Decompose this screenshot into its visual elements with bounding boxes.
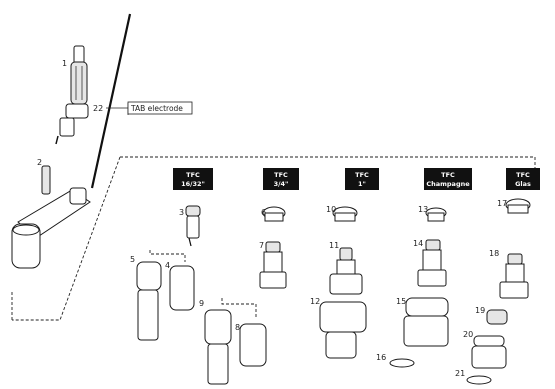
torch-head bbox=[11, 187, 91, 269]
part-number: 19 bbox=[475, 306, 485, 315]
part-20-nozzle bbox=[471, 335, 507, 369]
part-11-collet-body bbox=[329, 247, 363, 295]
part-number: 17 bbox=[497, 199, 507, 208]
torch-handle bbox=[55, 45, 89, 145]
part-15-nozzle bbox=[403, 297, 449, 347]
part-number: 11 bbox=[329, 241, 339, 250]
part-12-nozzle bbox=[319, 301, 367, 359]
part-number: 20 bbox=[463, 330, 473, 339]
part-9-nozzle-long bbox=[204, 309, 232, 385]
group-line2: Champagne bbox=[426, 180, 470, 188]
part-5-nozzle-long bbox=[136, 261, 162, 341]
sub-connector-dashed bbox=[149, 250, 186, 262]
part-number: 10 bbox=[326, 205, 336, 214]
part-16-gasket bbox=[389, 358, 415, 368]
part-number: 6 bbox=[261, 208, 266, 217]
part-number: 8 bbox=[235, 323, 240, 332]
group-line2: Glas bbox=[515, 180, 531, 188]
part-number: 21 bbox=[455, 369, 465, 378]
callout-label: TAB electrode bbox=[130, 104, 183, 113]
group-header-glas: TFC Glas bbox=[506, 168, 540, 190]
group-header-3-4: TFC 3/4" bbox=[263, 168, 299, 190]
part-number: 4 bbox=[165, 261, 170, 270]
part-number: 5 bbox=[130, 255, 135, 264]
group-header-1: TFC 1" bbox=[345, 168, 379, 190]
part-number: 12 bbox=[310, 297, 320, 306]
group-header-champagne: TFC Champagne bbox=[424, 168, 472, 190]
part-10-insulator bbox=[332, 206, 358, 222]
part-19-seal-ring bbox=[486, 309, 508, 325]
part-8-nozzle-short bbox=[239, 323, 267, 367]
part-number: 22 bbox=[93, 104, 103, 113]
part-13-insulator bbox=[425, 207, 447, 222]
callout-box bbox=[127, 101, 193, 115]
part-number: 16 bbox=[376, 353, 386, 362]
part-number: 2 bbox=[37, 158, 42, 167]
part-number: 18 bbox=[489, 249, 499, 258]
part-18-collet-body bbox=[499, 253, 529, 299]
group-line1: TFC bbox=[186, 171, 200, 179]
part-number: 1 bbox=[62, 59, 67, 68]
group-line1: TFC bbox=[355, 171, 369, 179]
part-3-collet-body bbox=[185, 205, 201, 247]
part-number: 13 bbox=[418, 205, 428, 214]
collet bbox=[41, 165, 51, 195]
group-line2: 16/32" bbox=[181, 180, 205, 188]
group-line2: 1" bbox=[358, 180, 366, 188]
part-14-collet-body bbox=[417, 239, 447, 287]
part-number: 3 bbox=[179, 208, 184, 217]
part-number: 15 bbox=[396, 297, 406, 306]
part-number: 7 bbox=[259, 241, 264, 250]
part-7-collet-body bbox=[259, 241, 287, 289]
group-line1: TFC bbox=[441, 171, 455, 179]
sub-connector-dashed bbox=[221, 298, 257, 318]
part-6-insulator bbox=[262, 206, 286, 222]
tab-electrode-rod bbox=[90, 13, 132, 189]
part-17-insulator bbox=[505, 198, 531, 214]
group-line1: TFC bbox=[516, 171, 530, 179]
part-21-gasket bbox=[466, 375, 492, 385]
part-4-nozzle-short bbox=[169, 265, 195, 311]
group-frame-dashed bbox=[12, 156, 536, 321]
part-number: 9 bbox=[199, 299, 204, 308]
group-line1: TFC bbox=[274, 171, 288, 179]
part-number: 14 bbox=[413, 239, 423, 248]
group-line2: 3/4" bbox=[274, 180, 289, 188]
group-header-16-32: TFC 16/32" bbox=[173, 168, 213, 190]
